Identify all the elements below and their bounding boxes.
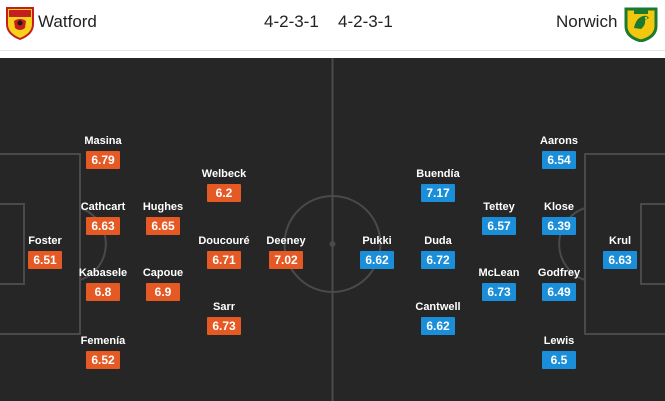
player-name: Aarons [540, 135, 578, 147]
player-name: Godfrey [537, 267, 581, 279]
player-foster[interactable]: Foster 6.51 [10, 235, 80, 269]
player-name: Krul [609, 235, 631, 247]
pitch-markings [0, 58, 665, 401]
player-rating: 6.73 [482, 283, 516, 301]
player-name: Masina [84, 135, 122, 147]
pitch: Foster 6.51 Masina 6.79 Cathcart 6.63 Ka… [0, 58, 665, 401]
player-hughes[interactable]: Hughes 6.65 [128, 201, 198, 235]
player-kabasele[interactable]: Kabasele 6.8 [68, 267, 138, 301]
player-rating: 6.65 [146, 217, 180, 235]
player-rating: 6.52 [86, 351, 120, 369]
player-rating: 6.54 [542, 151, 576, 169]
player-krul[interactable]: Krul 6.63 [585, 235, 655, 269]
player-name: Cantwell [415, 301, 461, 313]
player-name: Welbeck [201, 168, 247, 180]
player-rating: 6.72 [421, 251, 455, 269]
player-name: Duda [424, 235, 452, 247]
home-formation: 4-2-3-1 [264, 12, 319, 31]
player-rating: 6.63 [603, 251, 637, 269]
player-rating: 6.71 [207, 251, 241, 269]
player-deeney[interactable]: Deeney 7.02 [251, 235, 321, 269]
match-header: Watford 4-2-3-1 4-2-3-1 Norwich [0, 0, 665, 51]
player-rating: 6.2 [207, 184, 241, 202]
player-tettey[interactable]: Tettey 6.57 [464, 201, 534, 235]
player-rating: 6.62 [360, 251, 394, 269]
home-team-name: Watford [38, 12, 97, 31]
watford-crest-icon [6, 7, 34, 40]
player-capoue[interactable]: Capoue 6.9 [128, 267, 198, 301]
player-rating: 6.51 [28, 251, 62, 269]
player-rating: 6.9 [146, 283, 180, 301]
player-masina[interactable]: Masina 6.79 [68, 135, 138, 169]
player-name: Deeney [266, 235, 306, 247]
player-pukki[interactable]: Pukki 6.62 [342, 235, 412, 269]
away-formation: 4-2-3-1 [338, 12, 393, 31]
player-rating: 6.49 [542, 283, 576, 301]
player-mclean[interactable]: McLean 6.73 [464, 267, 534, 301]
player-buendia[interactable]: Buendía 7.17 [403, 168, 473, 202]
player-name: McLean [478, 267, 520, 279]
player-rating: 6.62 [421, 317, 455, 335]
player-godfrey[interactable]: Godfrey 6.49 [524, 267, 594, 301]
player-rating: 6.63 [86, 217, 120, 235]
player-rating: 7.02 [269, 251, 303, 269]
player-lewis[interactable]: Lewis 6.5 [524, 335, 594, 369]
player-name: Klose [544, 201, 574, 213]
player-name: Kabasele [78, 267, 128, 279]
player-name: Buendía [416, 168, 460, 180]
player-cathcart[interactable]: Cathcart 6.63 [68, 201, 138, 235]
player-rating: 6.5 [542, 351, 576, 369]
player-rating: 7.17 [421, 184, 455, 202]
player-name: Capoue [142, 267, 184, 279]
player-name: Foster [28, 235, 62, 247]
player-doucoure[interactable]: Doucouré 6.71 [189, 235, 259, 269]
player-duda[interactable]: Duda 6.72 [403, 235, 473, 269]
player-rating: 6.8 [86, 283, 120, 301]
player-name: Tettey [483, 201, 515, 213]
player-rating: 6.79 [86, 151, 120, 169]
player-cantwell[interactable]: Cantwell 6.62 [403, 301, 473, 335]
player-rating: 6.73 [207, 317, 241, 335]
norwich-crest-icon [624, 7, 658, 42]
player-name: Femenía [80, 335, 126, 347]
player-name: Cathcart [80, 201, 126, 213]
player-name: Sarr [212, 301, 236, 313]
player-rating: 6.39 [542, 217, 576, 235]
player-name: Pukki [362, 235, 392, 247]
player-name: Doucouré [198, 235, 250, 247]
player-name: Lewis [543, 335, 575, 347]
player-sarr[interactable]: Sarr 6.73 [189, 301, 259, 335]
player-name: Hughes [142, 201, 184, 213]
player-femenia[interactable]: Femenía 6.52 [68, 335, 138, 369]
player-welbeck[interactable]: Welbeck 6.2 [189, 168, 259, 202]
player-klose[interactable]: Klose 6.39 [524, 201, 594, 235]
away-team-name: Norwich [556, 12, 618, 31]
player-rating: 6.57 [482, 217, 516, 235]
player-aarons[interactable]: Aarons 6.54 [524, 135, 594, 169]
